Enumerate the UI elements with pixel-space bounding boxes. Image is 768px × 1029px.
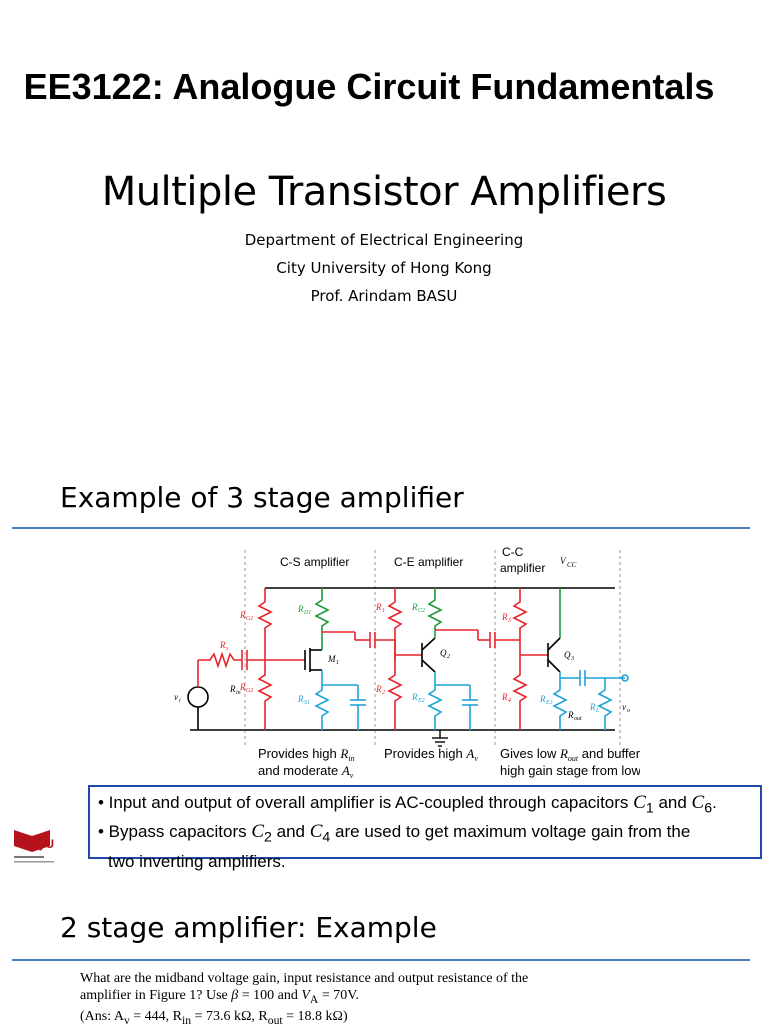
svg-text:4: 4 [508,697,511,704]
svg-text:E3: E3 [545,700,553,706]
svg-text:C2: C2 [418,608,425,614]
svg-text:R: R [567,710,574,720]
svg-text:CC: CC [567,561,577,569]
svg-text:R: R [375,602,382,612]
svg-text:R: R [229,684,236,694]
svg-text:o: o [627,708,630,714]
svg-text:in: in [236,690,241,696]
svg-text:3: 3 [507,618,511,624]
svg-text:CityU: CityU [23,837,54,851]
label-cs: C-S amplifier [280,555,349,569]
svg-text:R: R [411,602,418,612]
svg-text:R: R [239,682,246,692]
label-cc-2: amplifier [500,561,545,575]
svg-text:s: s [226,646,229,652]
svg-text:3: 3 [570,656,574,662]
svg-text:2: 2 [382,690,385,696]
svg-text:R: R [539,694,546,704]
svg-text:2: 2 [447,654,450,660]
svg-text:M: M [327,654,336,664]
svg-text:Provides high Rin: Provides high Rin [258,746,355,763]
svg-text:R: R [501,692,508,702]
svg-text:R: R [589,702,596,712]
svg-text:R: R [501,612,508,622]
label-cc-1: C-C [502,545,524,559]
svg-text:i: i [179,698,181,704]
course-title: EE3122: Analogue Circuit Fundamentals [23,66,715,107]
svg-text:R: R [297,604,304,614]
bullet-ac-coupled: • Input and output of overall amplifier … [98,792,717,817]
slide-heading-3-stage: Example of 3 stage amplifier [60,481,464,514]
svg-text:E2: E2 [417,698,425,704]
label-ce: C-E amplifier [394,555,463,569]
university-text: City University of Hong Kong [276,259,492,277]
svg-text:out: out [574,716,582,722]
department-text: Department of Electrical Engineering [244,231,524,249]
svg-text:R: R [411,692,418,702]
svg-text:R: R [375,684,382,694]
svg-text:1: 1 [336,660,339,666]
summary-box: • Input and output of overall amplifier … [88,785,762,871]
svg-text:1: 1 [382,608,385,614]
svg-text:D1: D1 [303,610,311,616]
svg-text:v: v [622,702,626,712]
svg-text:Provides high Av: Provides high Av [384,746,478,763]
question-text: What are the midband voltage gain, input… [80,970,640,1029]
svg-text:Q: Q [564,650,571,660]
svg-text:Q: Q [440,648,447,658]
slide-heading-2-stage: 2 stage amplifier: Example [60,911,437,944]
svg-text:S1: S1 [304,700,310,706]
svg-text:Gives low Rout and buffers: Gives low Rout and buffers [500,746,640,763]
svg-text:high gain stage from low RL: high gain stage from low RL [500,763,640,780]
svg-text:V: V [560,556,567,566]
bullet-bypass-line2: two inverting amplifiers. [108,851,286,871]
svg-text:v: v [174,692,178,702]
heading-rule [12,527,750,529]
svg-text:G1: G1 [246,616,253,622]
heading-rule-2 [12,959,750,961]
svg-text:R: R [297,694,304,704]
svg-text:G2: G2 [246,688,253,694]
bullet-bypass: • Bypass capacitors C2 and C4 are used t… [98,821,691,846]
main-title: Multiple Transistor Amplifiers [101,169,667,215]
answer-text: (Ans: Av = 444, Rin = 73.6 kΩ, Rout = 18… [80,1008,348,1027]
svg-text:R: R [219,640,226,650]
three-stage-circuit-diagram: C-S amplifier C-E amplifier C-C amplifie… [174,545,640,780]
svg-text:and moderate Av: and moderate Av [258,763,354,780]
svg-text:R: R [239,610,246,620]
cityu-logo: CityU [14,830,54,863]
professor-text: Prof. Arindam BASU [310,287,458,305]
svg-text:L: L [595,708,600,714]
